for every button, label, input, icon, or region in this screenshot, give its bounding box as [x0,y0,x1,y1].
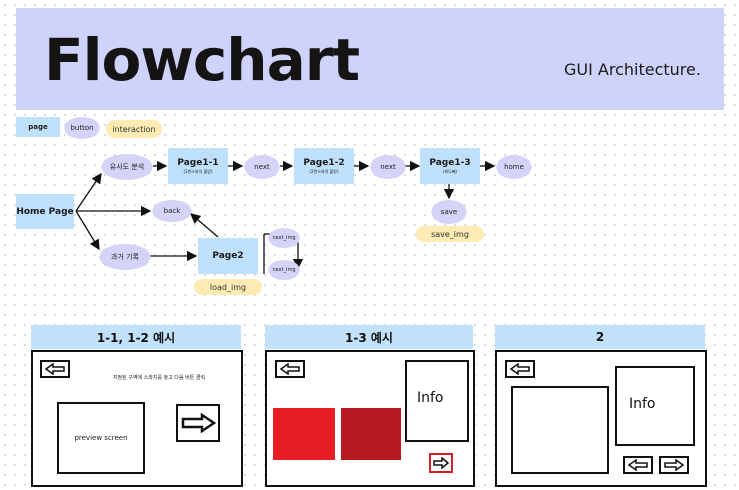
page1-3-sublabel: (최도빼) [442,168,458,174]
next-label-1: next [254,163,270,171]
right-arrow-icon [433,457,450,469]
swatch-1 [273,408,335,460]
next-img-label-top: next_img [272,235,296,241]
page1-1-label: Page1-1 [177,157,219,168]
panel-1-screen: 지정된 구역에 스와치를 놓고 다음 버튼 클릭 preview screen [31,350,243,487]
panel-2-title: 1-3 예시 [345,330,393,345]
page1-1-sublabel: (1번스와치 불받) [183,168,213,174]
legend-button-label: button [70,124,94,132]
back-arrow-button[interactable] [505,360,535,378]
next-image-button[interactable] [659,456,689,474]
left-arrow-icon [44,363,65,375]
legend-page: page [16,117,60,137]
load-img-label: load_img [209,282,247,292]
left-arrow-icon [627,459,648,471]
next-img-button-bottom: next_img [268,260,300,280]
load-img-interaction: load_img [194,279,262,295]
right-arrow-icon [181,413,216,433]
left-arrow-icon [509,363,530,375]
legend-interaction-label: interaction [112,124,156,134]
back-arrow-button[interactable] [275,360,305,378]
home-page-node: Home Page [16,194,74,229]
page1-1-node: Page1-1 (1번스와치 불받) [168,148,228,184]
next-img-label-bottom: next_img [272,267,296,273]
legend-page-label: page [28,123,48,131]
next-arrow-button[interactable] [429,453,453,473]
analysis-label: 유사도 분석 [109,163,145,171]
analysis-button-node: 유사도 분석 [101,154,153,180]
next-button-node-1: next [244,155,280,179]
back-label: back [163,207,181,215]
prev-image-button[interactable] [623,456,653,474]
page1-3-node: Page1-3 (최도빼) [420,148,480,184]
panel-2-header: 1-3 예시 [265,325,473,349]
panel-1-instruction: 지정된 구역에 스와치를 놓고 다음 버튼 클릭 [112,375,206,381]
page2-label: Page2 [212,251,244,261]
next-label-2: next [380,163,396,171]
page1-3-label: Page1-3 [429,157,471,168]
legend-interaction: interaction [106,120,162,138]
preview-screen: preview screen [57,402,145,474]
title-banner: Flowchart GUI Architecture. [16,8,724,110]
panel-3-screen: Info [495,350,707,487]
info-box: Info [405,360,469,442]
page2-node: Page2 [198,238,258,274]
swatch-2 [341,408,401,460]
panel-3-title: 2 [595,330,605,344]
save-img-interaction: save_img [416,226,484,242]
records-label: 과거 기록 [111,253,139,261]
page1-2-sublabel: (2번스와치 불받) [309,168,339,174]
home-button-label: home [504,163,524,171]
image-display-box [511,386,609,474]
save-label: save [440,208,458,216]
records-button-node: 과거 기록 [99,244,151,270]
right-arrow-icon [664,459,685,471]
info-label: Info [417,390,444,406]
next-button-node-2: next [370,155,406,179]
next-img-button-top: next_img [268,228,300,248]
left-arrow-icon [279,363,300,375]
page1-2-label: Page1-2 [303,157,345,168]
back-arrow-button[interactable] [40,360,70,378]
save-img-label: save_img [431,229,469,239]
page1-2-node: Page1-2 (2번스와치 불받) [294,148,354,184]
back-button-node: back [152,200,192,222]
home-button-node: home [496,155,532,179]
flow-connectors [75,160,496,274]
info-label: Info [629,396,656,412]
save-button-node: save [431,200,467,224]
next-arrow-button[interactable] [176,404,220,442]
panel-2-screen: Info [265,350,475,487]
panel-3-header: 2 [495,325,705,349]
home-page-label: Home Page [16,206,74,217]
panel-1-title: 1-1, 1-2 예시 [96,330,176,345]
page-subtitle: GUI Architecture. [564,60,701,79]
info-box: Info [615,366,695,446]
panel-1-header: 1-1, 1-2 예시 [31,325,241,349]
preview-screen-label: preview screen [74,434,128,442]
legend-button: button [64,117,100,139]
page-title: Flowchart [44,26,360,94]
